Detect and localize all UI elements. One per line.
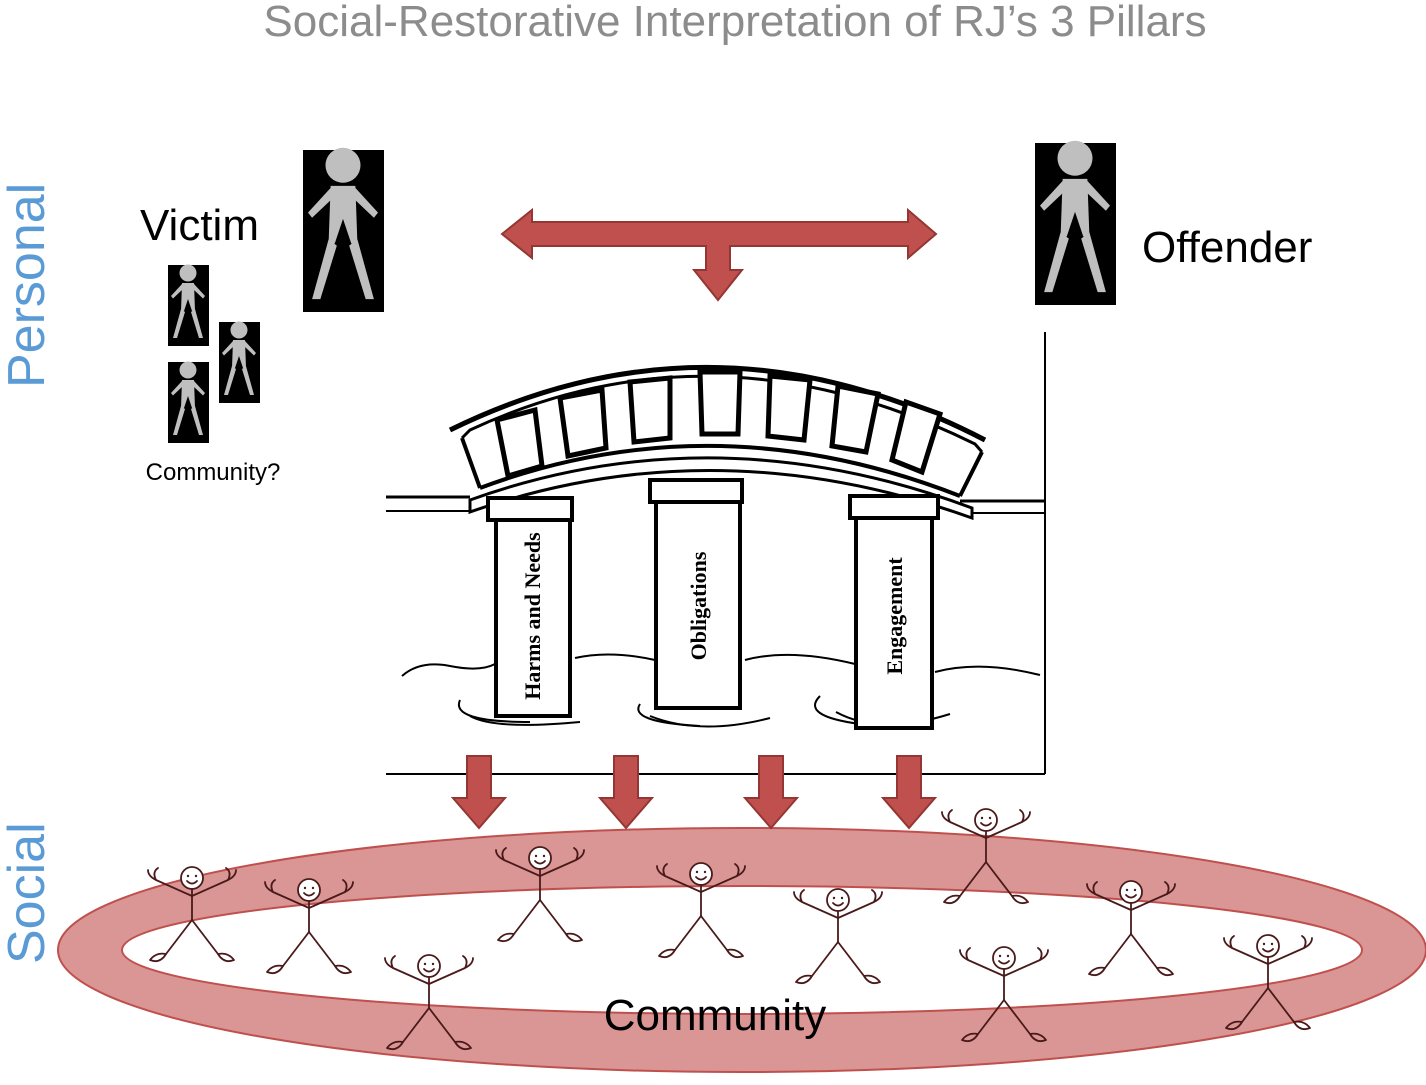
victim-figure-icon bbox=[303, 147, 384, 312]
personal-label: Personal bbox=[0, 183, 56, 388]
community-ring bbox=[56, 827, 1426, 1073]
small-person-icon bbox=[219, 321, 260, 403]
social-label: Social bbox=[0, 822, 56, 964]
diagram-title: Social-Restorative Interpretation of RJ’… bbox=[263, 0, 1206, 46]
victim-label: Victim bbox=[140, 201, 259, 250]
community-question-label: Community? bbox=[146, 459, 281, 486]
small-person-icon bbox=[168, 264, 209, 346]
pillar-label-harms: Harms and Needs bbox=[520, 532, 545, 700]
stick-person-icon bbox=[793, 888, 883, 985]
offender-label: Offender bbox=[1142, 223, 1312, 272]
pillar-label-obligations: Obligations bbox=[686, 551, 711, 660]
community-label: Community bbox=[604, 991, 827, 1040]
double-arrow-icon bbox=[500, 207, 938, 302]
pillar-label-engagement: Engagement bbox=[882, 557, 907, 675]
pillars-illustration: Harms and Needs Obligations Engagement bbox=[386, 330, 1046, 775]
small-person-icon bbox=[168, 361, 209, 443]
offender-figure-icon bbox=[1035, 140, 1116, 305]
